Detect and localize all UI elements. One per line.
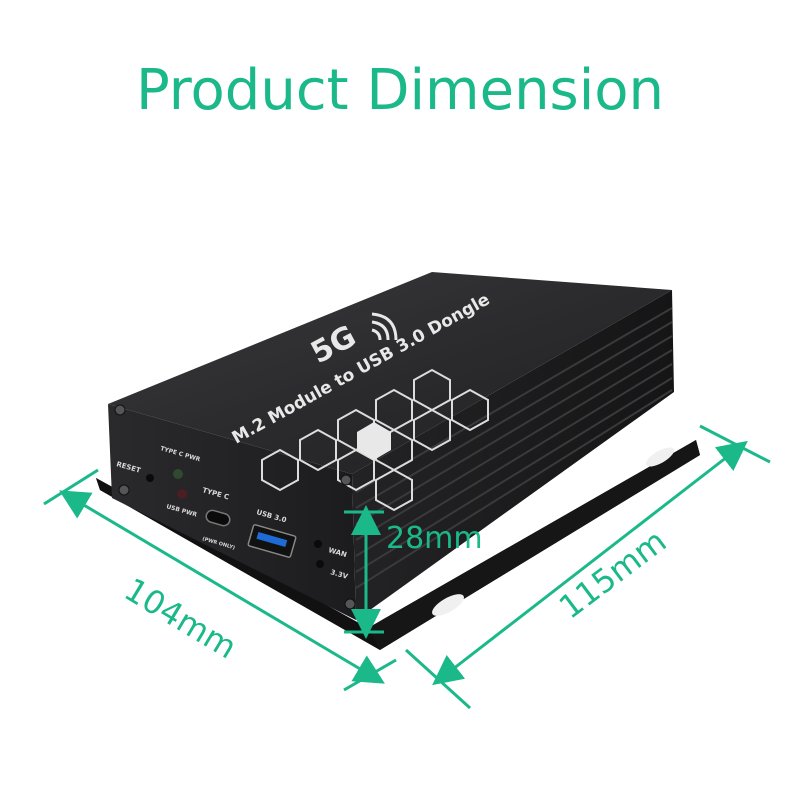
device-top-face: [108, 272, 672, 474]
honeycomb-graphic: [261, 368, 489, 512]
wan-led: [314, 540, 322, 548]
page-title: Product Dimension: [135, 58, 665, 123]
usb-pwr-led: [177, 489, 187, 499]
v33-led: [316, 560, 324, 568]
wifi-icon: [371, 312, 398, 341]
width-dimension-label: 104mm: [118, 570, 243, 666]
length-dimension-label: 115mm: [552, 522, 673, 627]
height-dimension-label: 28mm: [386, 521, 483, 556]
reset-button: [146, 474, 154, 482]
type-c-pwr-led: [173, 469, 183, 479]
